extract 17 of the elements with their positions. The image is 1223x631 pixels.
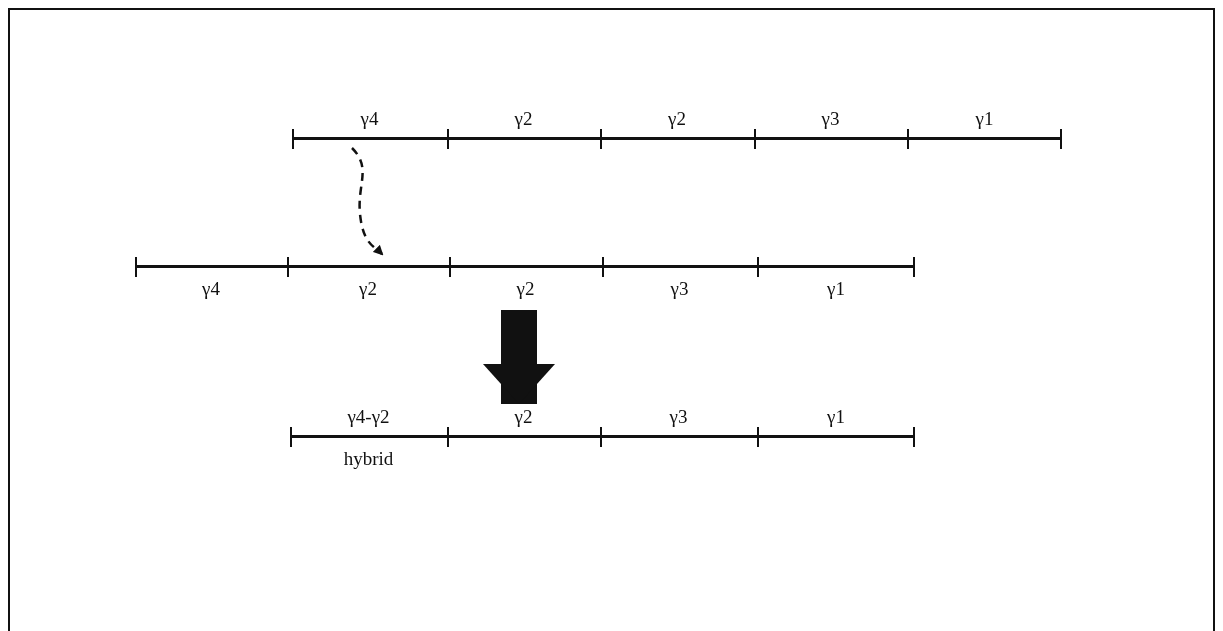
segment-label: γ1 bbox=[827, 278, 845, 300]
segment-label: γ4 bbox=[202, 278, 220, 300]
arrow bbox=[483, 310, 555, 404]
segment-note: hybrid bbox=[343, 448, 394, 470]
arrow bbox=[351, 147, 384, 256]
segment-label: γ4-γ2 bbox=[347, 406, 390, 428]
segment-label: γ3 bbox=[670, 278, 689, 300]
segment-label: γ2 bbox=[514, 406, 533, 428]
segment-label: γ1 bbox=[975, 108, 994, 130]
segment-label: γ2 bbox=[514, 108, 533, 130]
segment-label: γ2 bbox=[668, 108, 686, 130]
segment-label: γ3 bbox=[821, 108, 840, 130]
segment-label: γ2 bbox=[516, 278, 535, 300]
segment-label: γ2 bbox=[359, 278, 377, 300]
segment-label: γ4 bbox=[360, 108, 379, 130]
segment-label: γ1 bbox=[827, 406, 845, 428]
segment-label: γ3 bbox=[669, 406, 688, 428]
